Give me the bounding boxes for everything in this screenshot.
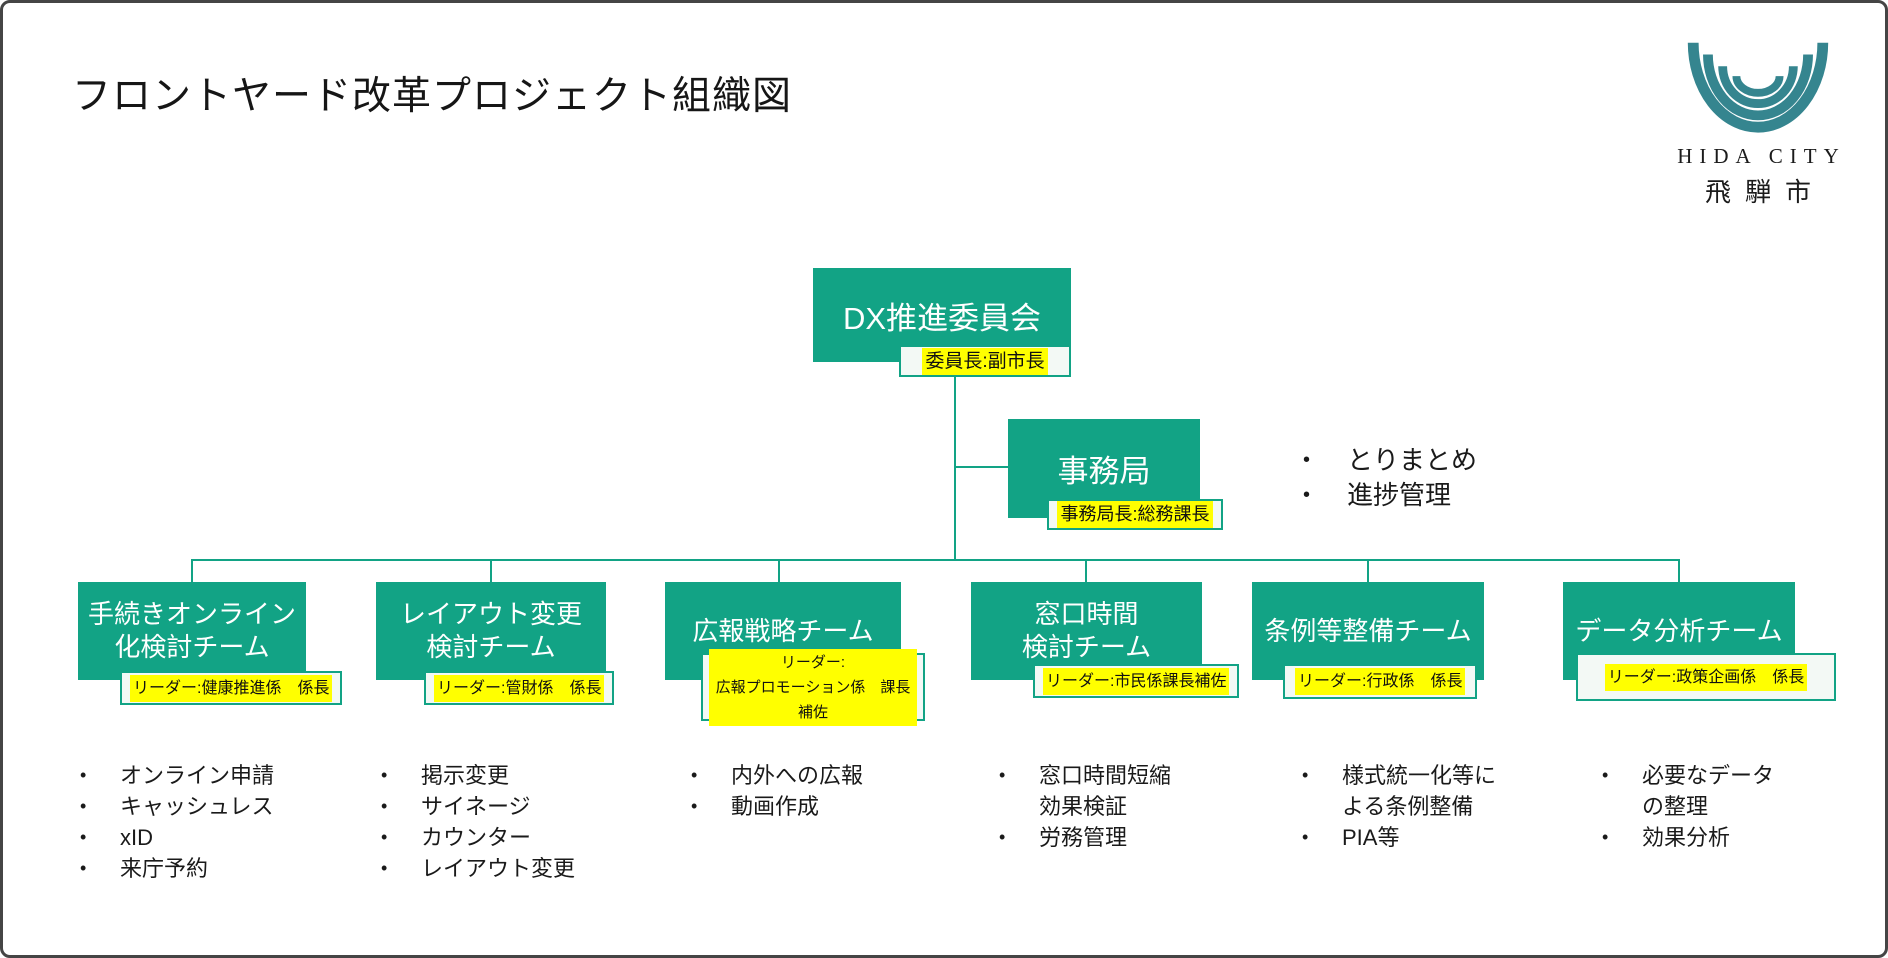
list-item: •とりまとめ bbox=[1303, 443, 1477, 478]
connector-drop-team6 bbox=[1678, 559, 1680, 583]
bullet-icon: • bbox=[691, 765, 698, 785]
list-item: •効果分析 bbox=[1602, 822, 1774, 853]
team-task-list: •窓口時間短縮 効果検証 •労務管理 bbox=[999, 760, 1171, 853]
connector-drop-team5 bbox=[1367, 559, 1369, 583]
logo-arcs-icon bbox=[1687, 42, 1829, 133]
team-leader-label: リーダー:行政係 係長 bbox=[1283, 664, 1478, 699]
team-task-list: •内外への広報 •動画作成 bbox=[691, 760, 863, 822]
secretariat-role-text: 事務局長:総務課長 bbox=[1057, 501, 1213, 528]
bullet-icon: • bbox=[80, 796, 87, 816]
bullet-icon: • bbox=[381, 827, 388, 847]
connector-center-vertical bbox=[954, 377, 956, 561]
bullet-icon: • bbox=[80, 858, 87, 878]
page-title: フロントヤード改革プロジェクト組織図 bbox=[72, 75, 793, 118]
list-item: •窓口時間短縮 効果検証 bbox=[999, 760, 1171, 822]
committee-role-label: 委員長:副市長 bbox=[899, 345, 1071, 377]
list-item: •PIA等 bbox=[1302, 822, 1496, 853]
secretariat-task-list: •とりまとめ •進捗管理 bbox=[1303, 443, 1477, 513]
team-leader-label: リーダー:管財係 係長 bbox=[424, 671, 615, 705]
list-item: •必要なデータ の整理 bbox=[1602, 760, 1774, 822]
bullet-icon: • bbox=[381, 796, 388, 816]
list-item: •オンライン申請 bbox=[80, 760, 274, 791]
bullet-icon: • bbox=[691, 796, 698, 816]
list-item: •サイネージ bbox=[381, 791, 575, 822]
bullet-icon: • bbox=[1602, 827, 1609, 847]
list-item: •動画作成 bbox=[691, 791, 863, 822]
bullet-icon: • bbox=[999, 765, 1006, 785]
bullet-icon: • bbox=[381, 858, 388, 878]
committee-role-text: 委員長:副市長 bbox=[922, 347, 1048, 375]
team-leader-label: リーダー:健康推進係 係長 bbox=[120, 671, 343, 705]
team-task-list: •掲示変更 •サイネージ •カウンター •レイアウト変更 bbox=[381, 760, 575, 884]
list-item: •様式統一化等に よる条例整備 bbox=[1302, 760, 1496, 822]
bullet-icon: • bbox=[1602, 765, 1609, 785]
list-item: •キャッシュレス bbox=[80, 791, 274, 822]
bullet-icon: • bbox=[80, 827, 87, 847]
list-item: •来庁予約 bbox=[80, 853, 274, 884]
city-logo: HIDA CITY 飛騨市 bbox=[1653, 29, 1863, 209]
list-item: •労務管理 bbox=[999, 822, 1171, 853]
team-leader-label: リーダー: 広報プロモーション係 課長補佐 bbox=[701, 648, 925, 726]
bullet-icon: • bbox=[999, 827, 1006, 847]
list-item: •xID bbox=[80, 822, 274, 853]
list-item: •掲示変更 bbox=[381, 760, 575, 791]
team-task-list: •様式統一化等に よる条例整備 •PIA等 bbox=[1302, 760, 1496, 853]
team-leader-label: リーダー:政策企画係 係長 bbox=[1576, 653, 1836, 701]
list-item: •レイアウト変更 bbox=[381, 853, 575, 884]
logo-text-en: HIDA CITY bbox=[1677, 144, 1846, 168]
bullet-icon: • bbox=[1302, 827, 1309, 847]
list-item: •進捗管理 bbox=[1303, 478, 1477, 513]
team-leader-label: リーダー:市民係課長補佐 bbox=[1033, 664, 1240, 698]
bullet-icon: • bbox=[80, 765, 87, 785]
connector-drop-team2 bbox=[490, 559, 492, 583]
list-item: •内外への広報 bbox=[691, 760, 863, 791]
logo-text-ja: 飛騨市 bbox=[1704, 178, 1825, 207]
secretariat-role-label: 事務局長:総務課長 bbox=[1047, 499, 1223, 530]
team-task-list: •オンライン申請 •キャッシュレス •xID •来庁予約 bbox=[80, 760, 274, 884]
bullet-icon: • bbox=[1302, 765, 1309, 785]
connector-drop-team1 bbox=[191, 559, 193, 583]
bullet-icon: • bbox=[1303, 484, 1311, 506]
connector-drop-team4 bbox=[1085, 559, 1087, 583]
team-box-layout-change: レイアウト変更 検討チーム bbox=[376, 582, 606, 680]
bullet-icon: • bbox=[1303, 449, 1311, 471]
connector-secretariat-branch bbox=[955, 466, 1008, 468]
team-box-counter-hours: 窓口時間 検討チーム bbox=[971, 582, 1202, 680]
list-item: •カウンター bbox=[381, 822, 575, 853]
bullet-icon: • bbox=[381, 765, 388, 785]
connector-drop-team3 bbox=[778, 559, 780, 583]
connector-main-horizontal bbox=[191, 559, 1680, 561]
team-box-online-procedures: 手続きオンライン 化検討チーム bbox=[78, 582, 306, 680]
team-task-list: •必要なデータ の整理 •効果分析 bbox=[1602, 760, 1774, 853]
team-box-ordinance: 条例等整備チーム bbox=[1252, 582, 1484, 680]
